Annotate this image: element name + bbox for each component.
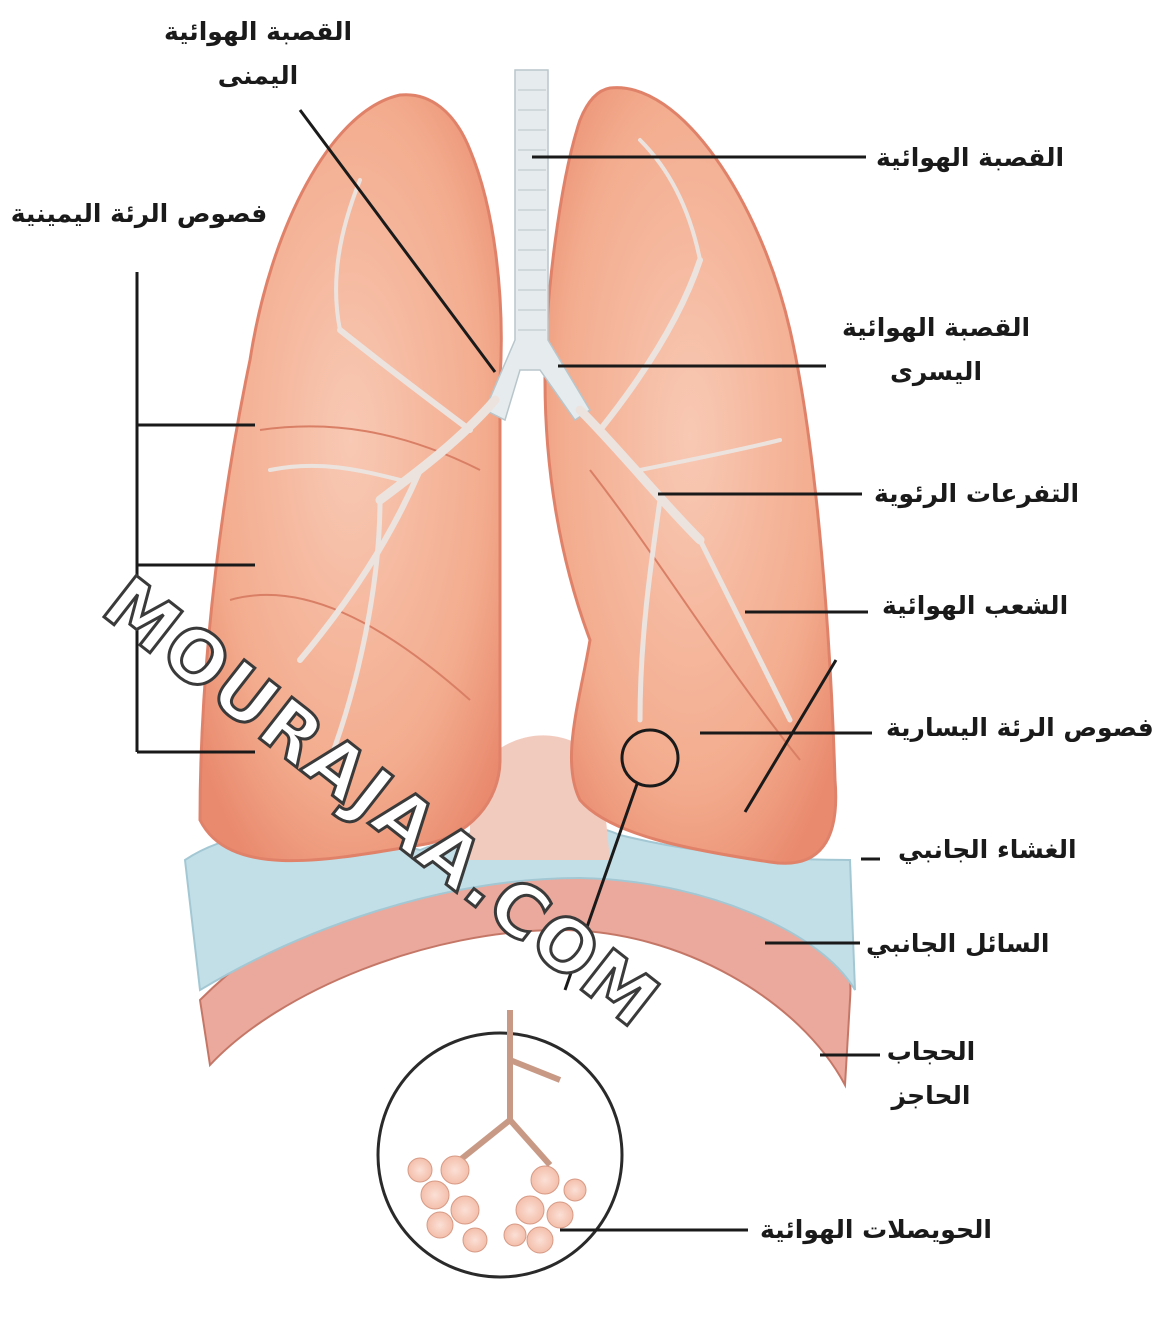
label-bronchioles: التفرعات الرئوية bbox=[874, 472, 1094, 516]
label-pleural-fluid: السائل الجانبي bbox=[866, 922, 1066, 966]
label-trachea: القصبة الهوائية bbox=[876, 136, 1076, 180]
label-bronchi: الشعب الهوائية bbox=[882, 584, 1082, 628]
label-left-bronchus: القصبة الهوائية اليسرى bbox=[826, 306, 1046, 394]
label-left-lobes: فصوص الرئة اليسارية bbox=[886, 706, 1166, 750]
left-lung bbox=[545, 88, 836, 864]
label-right-bronchus: القصبة الهوائية اليمنى bbox=[158, 10, 358, 98]
label-diaphragm: الحجاب الحاجز bbox=[876, 1030, 986, 1118]
label-pleura: الغشاء الجانبي bbox=[898, 828, 1108, 872]
label-right-lobes: فصوص الرئة اليمينية bbox=[8, 192, 270, 236]
label-alveoli: الحويصلات الهوائية bbox=[760, 1208, 1020, 1252]
alveoli-inset bbox=[378, 1033, 622, 1277]
